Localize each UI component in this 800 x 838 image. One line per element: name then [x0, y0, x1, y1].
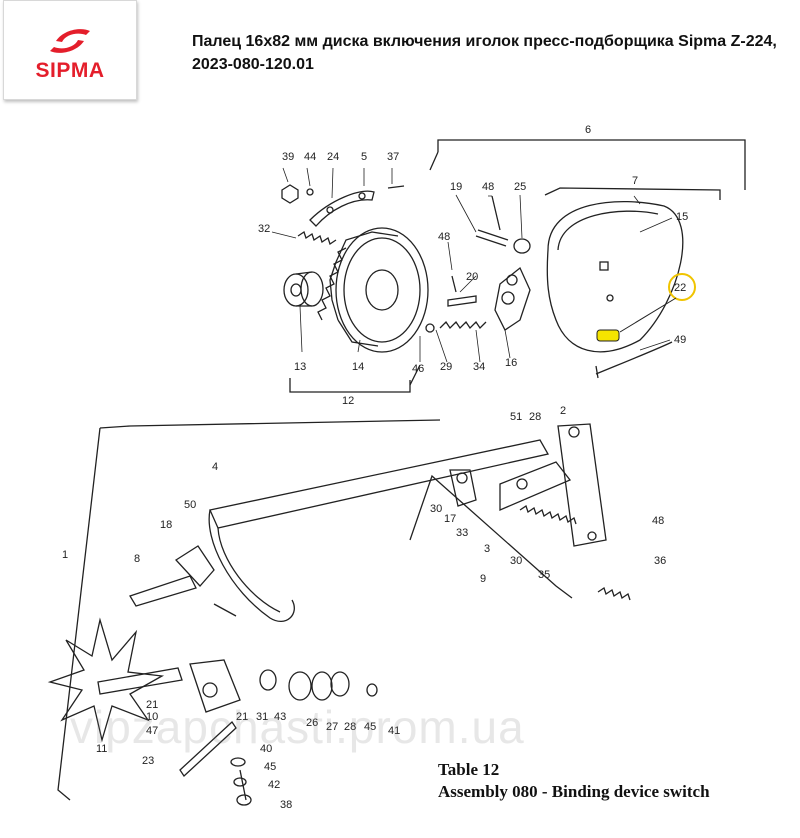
part-label-8: 8 [134, 553, 140, 565]
part-label-50: 50 [184, 499, 196, 511]
part-label-43: 43 [274, 711, 286, 723]
part-label-5: 5 [361, 151, 367, 163]
part-label-17: 17 [444, 513, 456, 525]
part-label-30-right: 30 [510, 555, 522, 567]
part-label-44: 44 [304, 151, 316, 163]
part-label-41: 41 [388, 725, 400, 737]
part-label-48-right: 48 [652, 515, 664, 527]
part-label-25: 25 [514, 181, 526, 193]
part-label-3: 3 [484, 543, 490, 555]
part-label-35: 35 [538, 569, 550, 581]
part-label-32: 32 [258, 223, 270, 235]
part-label-47: 47 [146, 725, 158, 737]
part-label-49: 49 [674, 334, 686, 346]
brand-name: SIPMA [35, 59, 105, 82]
part-label-1: 1 [62, 549, 68, 561]
part-label-9: 9 [480, 573, 486, 585]
part-label-21-mid: 21 [236, 711, 248, 723]
part-label-38: 38 [280, 799, 292, 811]
part-label-12: 12 [342, 395, 354, 407]
part-label-48-top: 48 [482, 181, 494, 193]
part-label-26: 26 [306, 717, 318, 729]
part-label-48-mid: 48 [438, 231, 450, 243]
part-label-29: 29 [440, 361, 452, 373]
highlighted-part-22 [596, 329, 620, 342]
part-label-2: 2 [560, 405, 566, 417]
part-label-39: 39 [282, 151, 294, 163]
part-label-14: 14 [352, 361, 364, 373]
part-label-45-lower: 45 [264, 761, 276, 773]
part-label-31: 31 [256, 711, 268, 723]
brand-logo: SIPMA [3, 0, 137, 100]
part-label-4: 4 [212, 461, 218, 473]
part-label-37: 37 [387, 151, 399, 163]
table-number: Table 12 [438, 760, 500, 779]
part-label-20: 20 [466, 271, 478, 283]
part-label-42: 42 [268, 779, 280, 791]
assembly-title: Assembly 080 - Binding device switch [438, 782, 710, 801]
watermark: vipzapchasti.prom.ua [70, 701, 525, 753]
part-label-13: 13 [294, 361, 306, 373]
part-label-21-left: 21 [146, 699, 158, 711]
part-label-45-right: 45 [364, 721, 376, 733]
highlight-ring [668, 273, 696, 301]
part-label-11: 11 [96, 743, 107, 755]
title-line-1: Палец 16х82 мм диска включения иголок пр… [192, 33, 777, 50]
part-label-30-left: 30 [430, 503, 442, 515]
part-label-28: 28 [529, 411, 541, 423]
part-label-34: 34 [473, 361, 485, 373]
part-label-33: 33 [456, 527, 468, 539]
part-label-28-lower: 28 [344, 721, 356, 733]
part-label-22: 22 [674, 282, 686, 294]
part-label-40: 40 [260, 743, 272, 755]
part-label-24: 24 [327, 151, 339, 163]
title-line-2: 2023-080-120.01 [192, 56, 314, 73]
part-label-18: 18 [160, 519, 172, 531]
part-label-19: 19 [450, 181, 462, 193]
page-title: Палец 16х82 мм диска включения иголок пр… [192, 30, 798, 76]
sipma-logo-icon [50, 29, 90, 53]
part-label-15: 15 [676, 211, 688, 223]
part-label-51: 51 [510, 411, 522, 423]
part-label-7: 7 [632, 175, 638, 187]
part-label-16: 16 [505, 357, 517, 369]
part-label-23: 23 [142, 755, 154, 767]
part-label-6: 6 [585, 124, 591, 136]
part-label-36: 36 [654, 555, 666, 567]
part-label-46: 46 [412, 363, 424, 375]
part-label-10: 10 [146, 711, 158, 723]
part-label-27: 27 [326, 721, 338, 733]
